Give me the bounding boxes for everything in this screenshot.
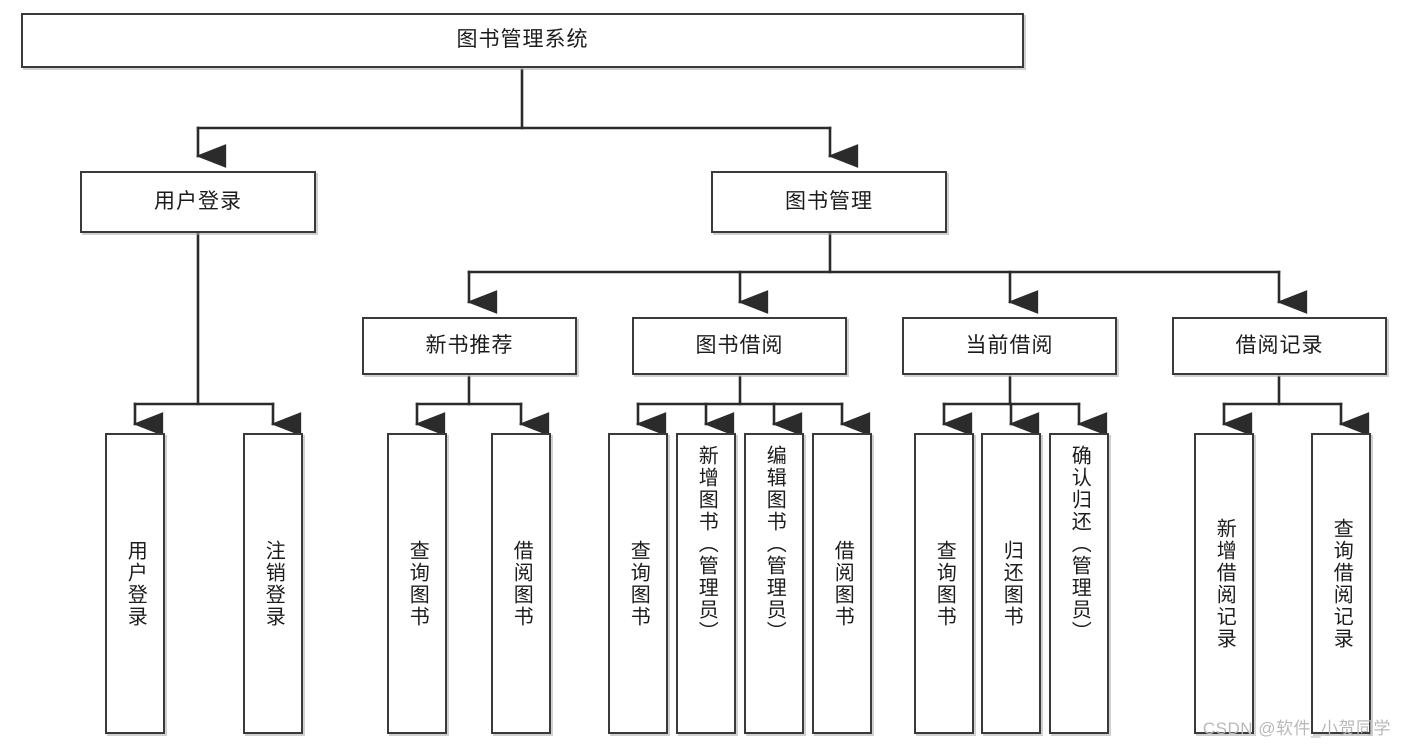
- leaf-user-login-2[interactable]: 注销登录: [243, 433, 303, 734]
- leaf-borrow-record-1[interactable]: 新增借阅记录: [1194, 433, 1254, 734]
- leaf-borrow-record-2-label: 查询借阅记录: [1330, 517, 1353, 650]
- leaf-current-borrow-2-label: 归还图书: [1000, 539, 1023, 628]
- node-new-book-recommend-label: 新书推荐: [425, 333, 514, 357]
- node-current-borrow-label: 当前借阅: [965, 333, 1054, 357]
- leaf-user-login-1[interactable]: 用户登录: [105, 433, 165, 734]
- node-current-borrow[interactable]: 当前借阅: [902, 317, 1117, 375]
- leaf-current-borrow-3-label: 确认归还（管理员）: [1068, 445, 1091, 643]
- leaf-book-borrow-4[interactable]: 借阅图书: [812, 433, 872, 734]
- leaf-user-login-1-label: 用户登录: [124, 539, 147, 628]
- node-book-manage-label: 图书管理: [785, 189, 873, 213]
- leaf-current-borrow-3[interactable]: 确认归还（管理员）: [1049, 433, 1109, 734]
- leaf-book-borrow-1-label: 查询图书: [627, 539, 650, 628]
- node-book-borrow-label: 图书借阅: [695, 333, 784, 357]
- leaf-borrow-record-1-label: 新增借阅记录: [1213, 517, 1236, 650]
- leaf-user-login-2-label: 注销登录: [262, 539, 285, 628]
- node-new-book-recommend[interactable]: 新书推荐: [362, 317, 577, 375]
- leaf-new-book-1[interactable]: 查询图书: [387, 433, 447, 734]
- leaf-current-borrow-1[interactable]: 查询图书: [914, 433, 974, 734]
- node-book-borrow[interactable]: 图书借阅: [632, 317, 847, 375]
- leaf-new-book-1-label: 查询图书: [406, 539, 429, 628]
- leaf-book-borrow-3-label: 编辑图书（管理员）: [763, 445, 786, 643]
- leaf-book-borrow-2-label: 新增图书（管理员）: [695, 445, 718, 643]
- node-root[interactable]: 图书管理系统: [21, 13, 1024, 68]
- leaf-book-borrow-2[interactable]: 新增图书（管理员）: [676, 433, 736, 734]
- leaf-new-book-2[interactable]: 借阅图书: [491, 433, 551, 734]
- leaf-current-borrow-2[interactable]: 归还图书: [981, 433, 1041, 734]
- node-root-label: 图书管理系统: [456, 28, 589, 52]
- leaf-book-borrow-4-label: 借阅图书: [831, 539, 854, 628]
- node-user-login[interactable]: 用户登录: [80, 171, 316, 233]
- leaf-borrow-record-2[interactable]: 查询借阅记录: [1311, 433, 1371, 734]
- node-user-login-label: 用户登录: [154, 189, 242, 213]
- leaf-new-book-2-label: 借阅图书: [510, 539, 533, 628]
- node-borrow-record[interactable]: 借阅记录: [1172, 317, 1387, 375]
- watermark-text: CSDN @软件_小贺同学: [1202, 719, 1391, 738]
- node-borrow-record-label: 借阅记录: [1235, 333, 1324, 357]
- leaf-book-borrow-3[interactable]: 编辑图书（管理员）: [744, 433, 804, 734]
- leaf-book-borrow-1[interactable]: 查询图书: [608, 433, 668, 734]
- node-book-manage[interactable]: 图书管理: [711, 171, 947, 233]
- leaf-current-borrow-1-label: 查询图书: [933, 539, 956, 628]
